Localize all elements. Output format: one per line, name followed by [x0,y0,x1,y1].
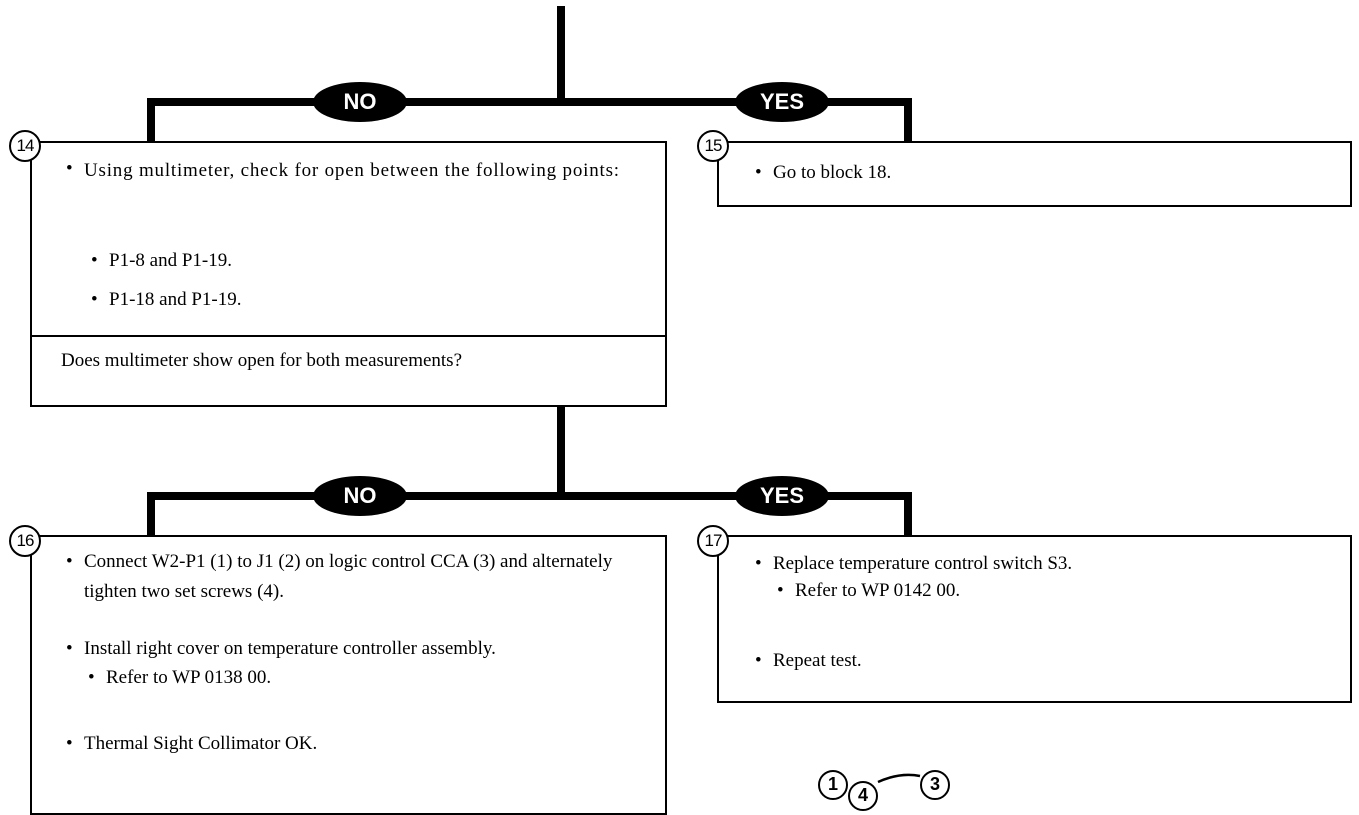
callout-arrow [877,773,921,784]
bullet-icon: • [91,250,98,271]
block-17-step-1-ref: • Refer to WP 0142 00. [777,578,961,604]
block-14-point-2-text: P1-18 and P1-19. [109,289,242,310]
bullet-icon: • [755,162,762,183]
bottom-no-label: NO [313,476,407,516]
block-14-question: Does multimeter show open for both measu… [61,350,463,371]
block-15: • Go to block 18. [717,141,1352,207]
block-16-step-1: • Connect W2-P1 (1) to J1 (2) on logic c… [66,547,664,607]
block-16-step-3: • Thermal Sight Collimator OK. [66,731,318,757]
block-15-step-text: Go to block 18. [773,162,892,183]
block-17: • Replace temperature control switch S3.… [717,535,1352,703]
block-14-point-1-text: P1-8 and P1-19. [109,250,232,271]
top-yes-label: YES [735,82,829,122]
block-14-point-2: • P1-18 and P1-19. [91,287,242,313]
top-no-label: NO [313,82,407,122]
block-16-step-2: • Install right cover on temperature con… [66,636,674,662]
callout-1: 1 [818,770,848,800]
block-17-step-1: • Replace temperature control switch S3. [755,551,1073,577]
bottom-yes-label: YES [735,476,829,516]
bullet-icon: • [66,551,73,572]
block-14-number: 14 [9,130,41,162]
block-17-number: 17 [697,525,729,557]
block-14-step: • Using multimeter, check for open betwe… [66,156,656,186]
block-15-step: • Go to block 18. [755,160,892,186]
block-14-point-1: • P1-8 and P1-19. [91,248,232,274]
block-17-step-2-text: Repeat test. [773,650,862,671]
block-14: • Using multimeter, check for open betwe… [30,141,667,407]
block-16-step-1-text: Connect W2-P1 (1) to J1 (2) on logic con… [84,551,613,602]
bullet-icon: • [755,650,762,671]
bullet-icon: • [66,158,73,179]
bullet-icon: • [777,580,784,601]
block-15-number: 15 [697,130,729,162]
block-14-step-text: Using multimeter, check for open between… [84,160,620,181]
block-17-step-1-text: Replace temperature control switch S3. [773,553,1073,574]
bullet-icon: • [66,733,73,754]
bullet-icon: • [755,553,762,574]
block-16-step-2-text: Install right cover on temperature contr… [84,638,496,659]
block-16-step-2-ref-text: Refer to WP 0138 00. [106,667,272,688]
block-16-number: 16 [9,525,41,557]
bullet-icon: • [66,638,73,659]
bullet-icon: • [91,289,98,310]
block-17-step-1-ref-text: Refer to WP 0142 00. [795,580,961,601]
bullet-icon: • [88,667,95,688]
block-14-divider [32,335,665,337]
block-16-step-2-ref: • Refer to WP 0138 00. [88,665,272,691]
block-16-step-3-text: Thermal Sight Collimator OK. [84,733,318,754]
callout-4: 4 [848,781,878,811]
block-16: • Connect W2-P1 (1) to J1 (2) on logic c… [30,535,667,815]
callout-3: 3 [920,770,950,800]
block-17-step-2: • Repeat test. [755,648,862,674]
